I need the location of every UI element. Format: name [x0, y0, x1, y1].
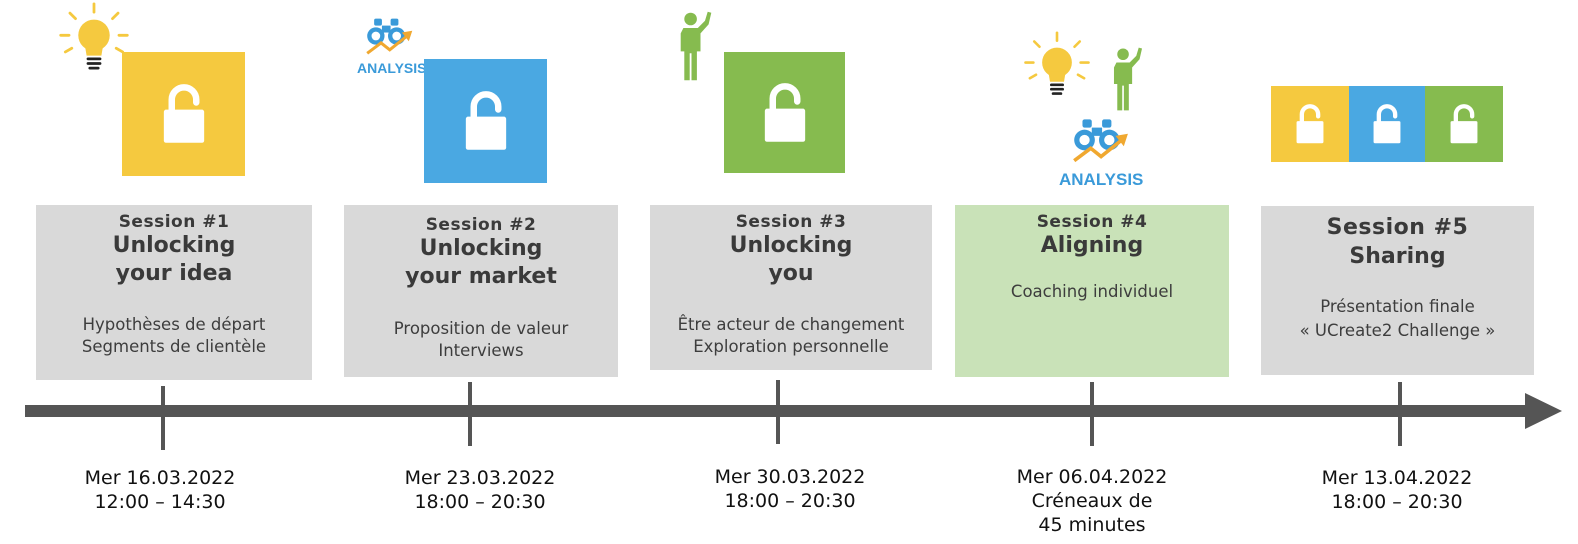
session-title: Unlocking [729, 233, 853, 258]
session-desc: Présentation finale [1320, 297, 1475, 316]
session-title: Unlocking [112, 233, 236, 258]
time-label: 18:00 – 20:30 [1331, 491, 1463, 513]
timeline-tick [1090, 382, 1094, 446]
session-number: Session #4 [1036, 212, 1148, 232]
session-desc: Segments de clientèle [81, 337, 267, 356]
analysis-label: ANALYSIS [357, 60, 427, 76]
person-raising-hand-icon [1110, 46, 1146, 112]
timeline-arrow [25, 393, 1562, 429]
session-number: Session #5 [1326, 215, 1469, 240]
session-card-4: Session #4 Aligning Coaching individuel [955, 205, 1229, 377]
analysis-label: ANALYSIS [1059, 170, 1144, 189]
timeline-tick [1398, 382, 1402, 446]
timeline-tick [776, 380, 780, 444]
session-desc: Exploration personnelle [693, 337, 889, 356]
unlock-icon [724, 52, 845, 173]
session-title: Unlocking [419, 236, 543, 261]
unlock-icon [1271, 86, 1349, 162]
session-card-3: Session #3 Unlocking you Être acteur de … [650, 205, 932, 370]
date-label: Mer 23.03.2022 [404, 467, 556, 489]
timeline-tick [468, 382, 472, 446]
session-desc: Proposition de valeur [393, 319, 569, 338]
session-desc: Interviews [438, 341, 524, 360]
session-title: your idea [115, 261, 233, 286]
session-desc: Hypothèses de départ [82, 315, 266, 334]
date-label: Mer 06.04.2022 [1016, 466, 1168, 488]
session-date-1: Mer 16.03.2022 12:00 – 14:30 [60, 466, 260, 514]
unlock-icon [1349, 86, 1425, 162]
unlock-icon [122, 52, 245, 176]
time-label: 12:00 – 14:30 [94, 491, 226, 513]
lightbulb-icon [1022, 30, 1092, 102]
session-number: Session #1 [118, 212, 230, 232]
unlock-icon [1425, 86, 1503, 162]
session-desc: Être acteur de changement [677, 315, 905, 334]
session-number: Session #2 [425, 215, 537, 235]
date-label: Mer 13.04.2022 [1321, 467, 1473, 489]
unlock-icon [424, 59, 547, 183]
session-title: you [768, 261, 814, 286]
session-card-2: Session #2 Unlocking your market Proposi… [344, 205, 618, 377]
session-title: Aligning [1040, 233, 1144, 258]
session-title: Sharing [1349, 244, 1446, 269]
timeline-tick [161, 386, 165, 450]
session-card-1: Session #1 Unlocking your idea Hypothèse… [36, 205, 312, 380]
lightbulb-icon [57, 0, 131, 78]
time-label: 18:00 – 20:30 [724, 490, 856, 512]
session-date-2: Mer 23.03.2022 18:00 – 20:30 [380, 466, 580, 514]
time-label: Créneaux de [1031, 490, 1153, 512]
session-title: your market [405, 264, 557, 289]
binoculars-icon [362, 16, 414, 56]
date-label: Mer 30.03.2022 [714, 466, 866, 488]
session-desc: « UCreate2 Challenge » [1299, 321, 1496, 340]
session-date-3: Mer 30.03.2022 18:00 – 20:30 [690, 465, 890, 513]
person-raising-hand-icon [676, 10, 716, 82]
binoculars-icon [1068, 116, 1130, 164]
session-desc: Coaching individuel [1010, 282, 1174, 301]
time-label: 45 minutes [1038, 514, 1146, 536]
session-card-5: Session #5 Sharing Présentation finale «… [1261, 206, 1534, 375]
session-date-5: Mer 13.04.2022 18:00 – 20:30 [1297, 466, 1497, 514]
session-date-4: Mer 06.04.2022 Créneaux de 45 minutes [992, 465, 1192, 537]
session-number: Session #3 [735, 212, 847, 232]
time-label: 18:00 – 20:30 [414, 491, 546, 513]
date-label: Mer 16.03.2022 [84, 467, 236, 489]
